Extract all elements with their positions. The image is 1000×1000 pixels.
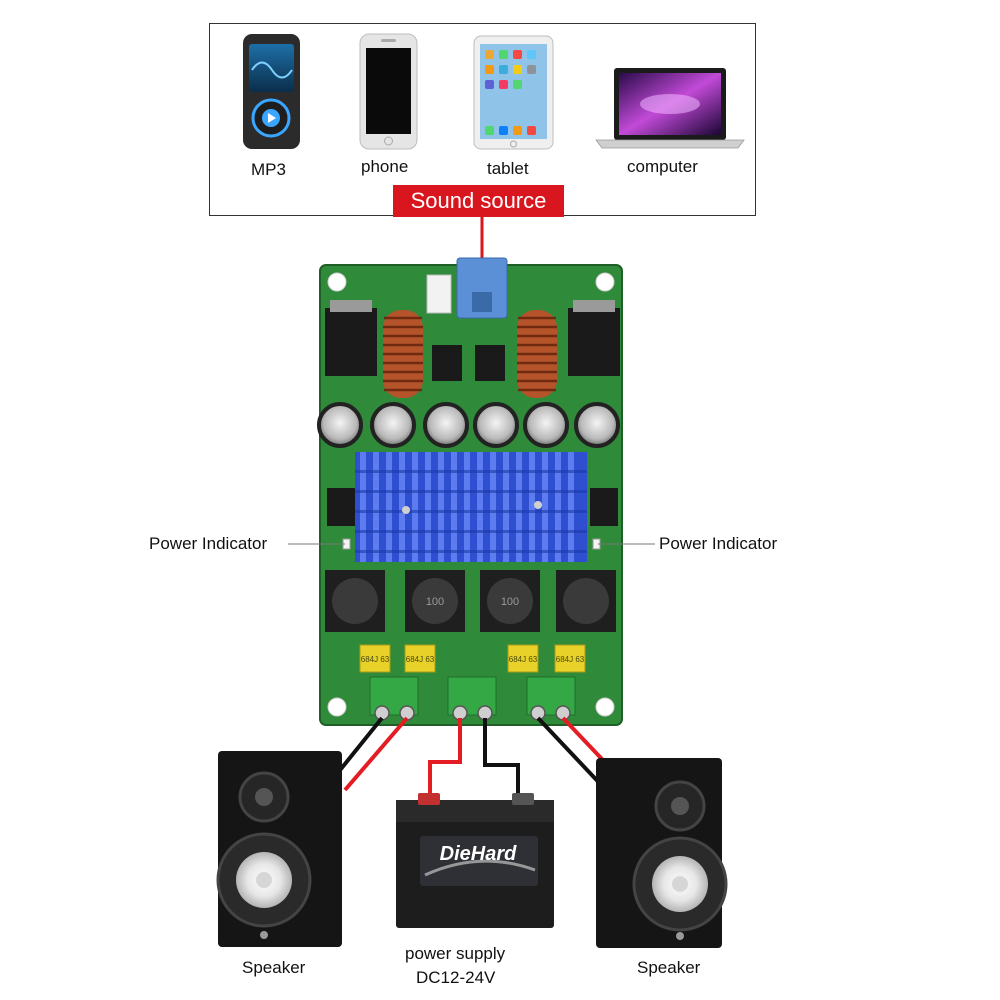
phone-icon bbox=[359, 33, 418, 150]
amplifier-board: 100 100 684J 63 684J 63 684J 63 684J 63 bbox=[317, 257, 623, 726]
tablet-icon bbox=[473, 35, 554, 150]
power-supply-voltage: DC12-24V bbox=[416, 968, 496, 987]
source-label-mp3: MP3 bbox=[251, 160, 286, 179]
copper-coil-left bbox=[383, 310, 423, 398]
battery-icon: DieHard bbox=[396, 793, 554, 928]
film-capacitor-mark: 684J 63 bbox=[361, 655, 390, 664]
laptop-icon bbox=[595, 68, 745, 149]
right-speaker-label: Speaker bbox=[637, 958, 701, 977]
mp3-player-icon bbox=[243, 34, 300, 149]
film-capacitor-mark: 684J 63 bbox=[406, 655, 435, 664]
audio-input-jack bbox=[456, 257, 508, 319]
power-supply-label: power supply bbox=[405, 944, 506, 963]
inductor-mark: 100 bbox=[426, 596, 444, 608]
source-label-tablet: tablet bbox=[487, 159, 529, 178]
source-label-computer: computer bbox=[627, 157, 698, 176]
source-label-phone: phone bbox=[361, 157, 409, 176]
copper-coil-right bbox=[517, 310, 557, 398]
power-indicator-label-right: Power Indicator bbox=[659, 534, 778, 553]
film-capacitor-row bbox=[359, 644, 586, 673]
film-capacitor-mark: 684J 63 bbox=[509, 655, 538, 664]
film-capacitor-mark: 684J 63 bbox=[556, 655, 585, 664]
battery-brand: DieHard bbox=[440, 843, 517, 865]
capacitor-row bbox=[317, 402, 620, 448]
left-speaker-label: Speaker bbox=[242, 958, 306, 977]
heatsink bbox=[355, 452, 587, 562]
terminal-blocks bbox=[369, 676, 576, 721]
power-indicator-label-left: Power Indicator bbox=[149, 534, 268, 553]
sound-source-label: Sound source bbox=[393, 185, 564, 217]
inductor-row bbox=[325, 570, 616, 632]
left-speaker-icon bbox=[216, 751, 342, 947]
inductor-mark: 100 bbox=[501, 596, 519, 608]
power-wires bbox=[428, 718, 520, 800]
right-speaker-icon bbox=[596, 758, 728, 948]
